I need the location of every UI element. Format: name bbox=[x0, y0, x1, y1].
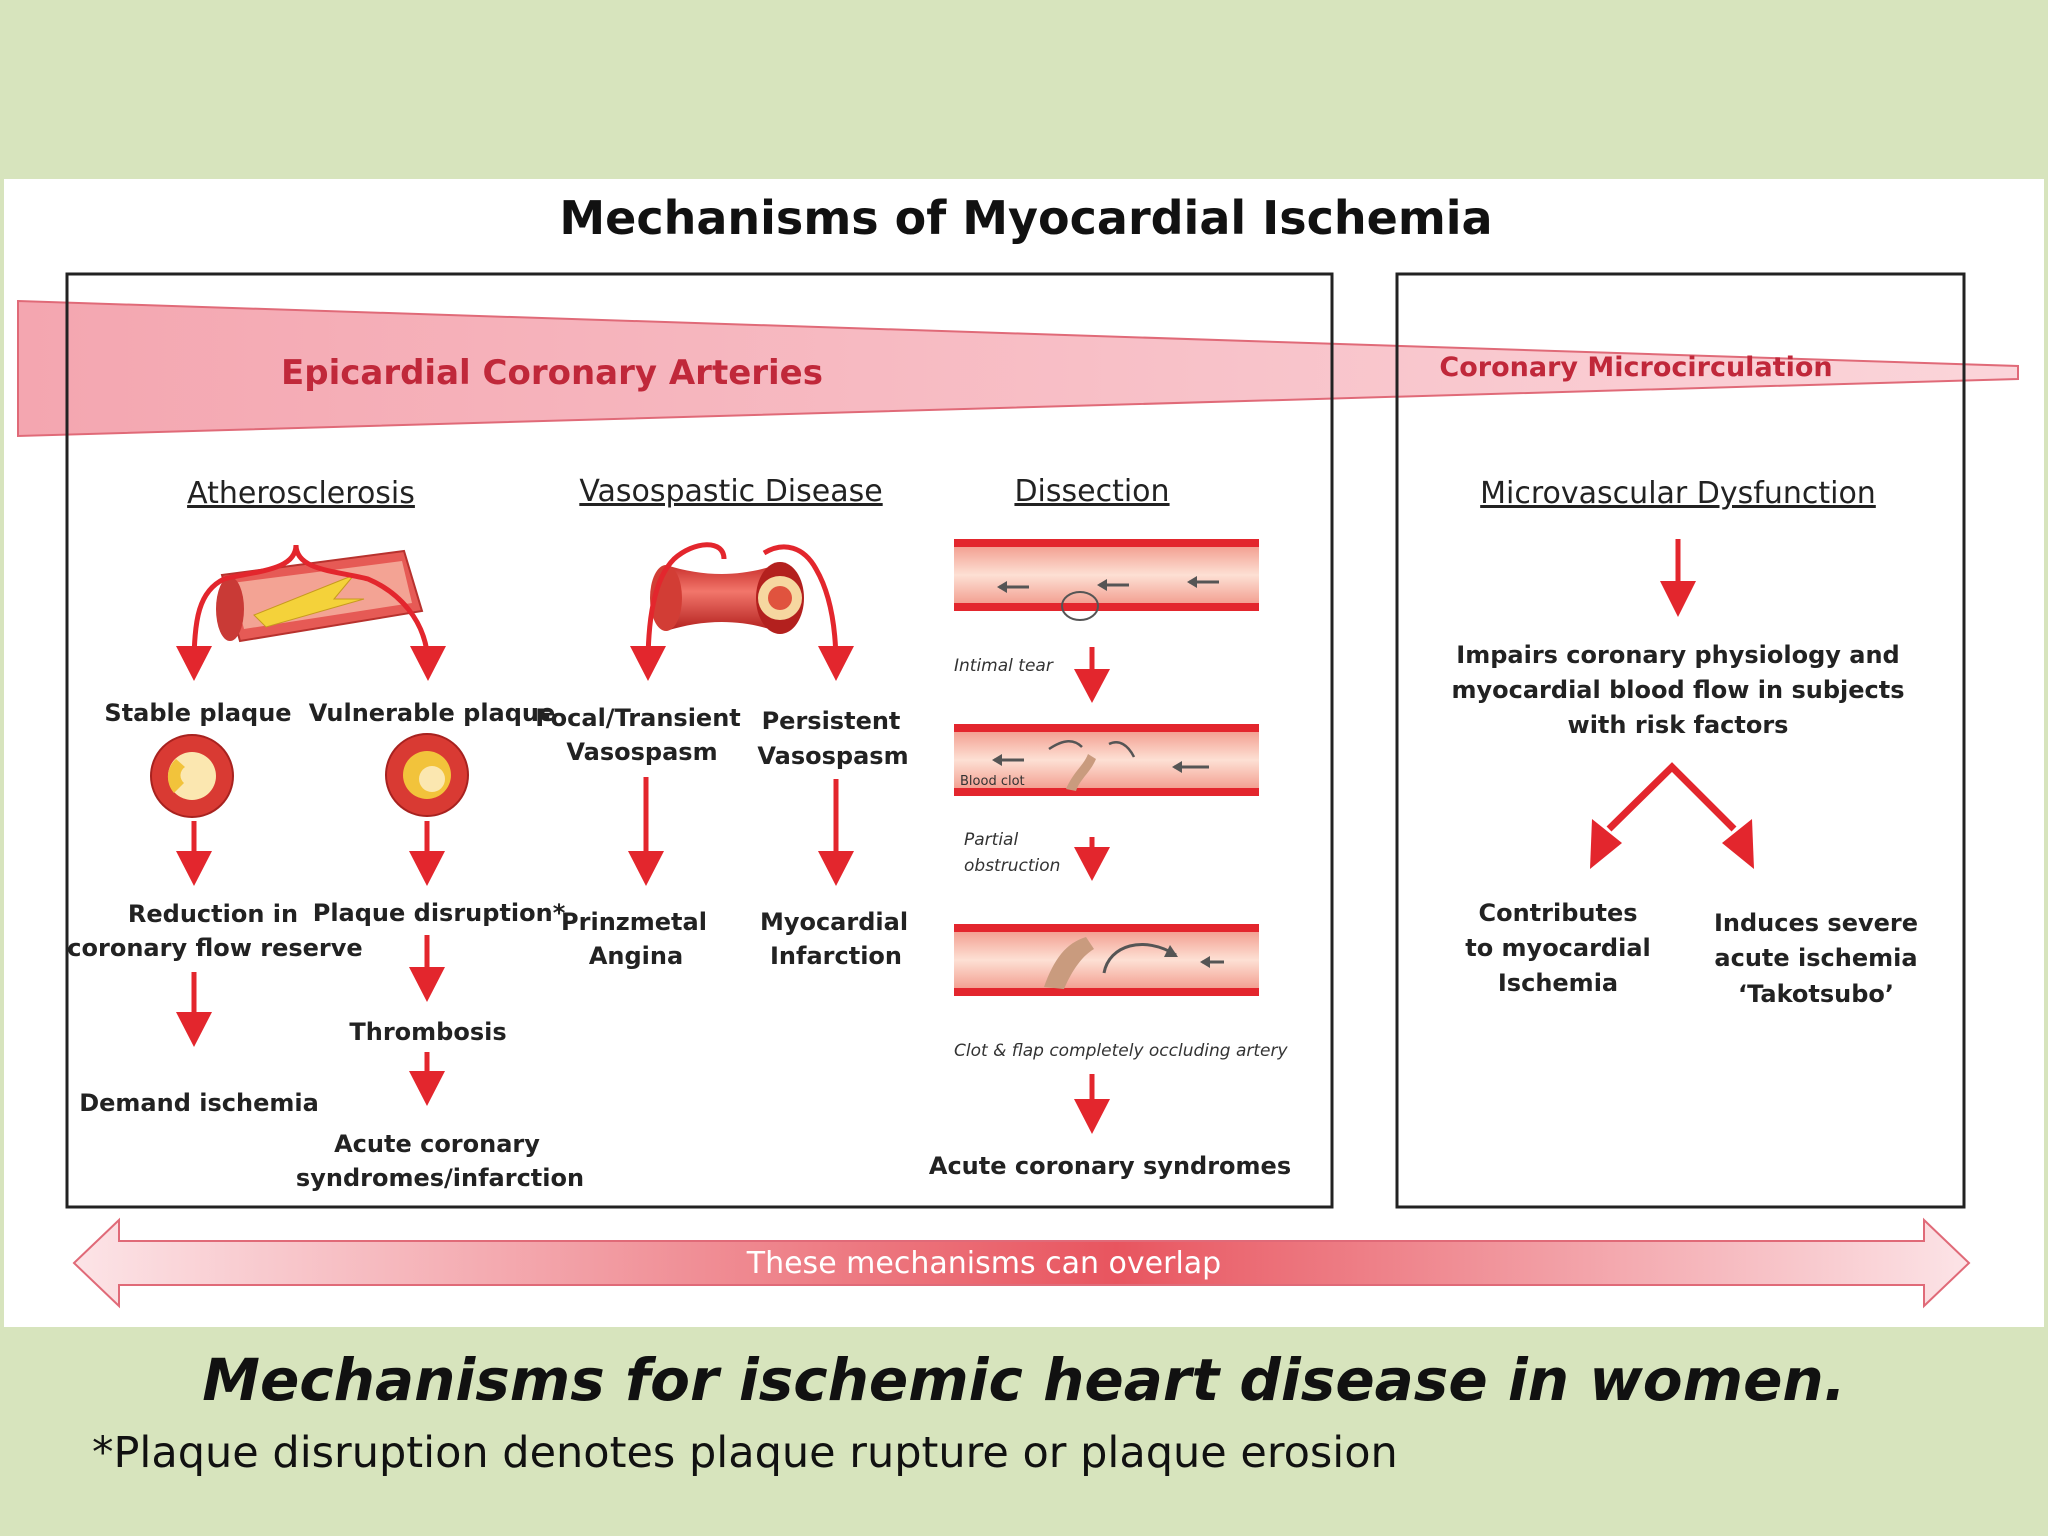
slide-footnote: *Plaque disruption denotes plaque ruptur… bbox=[92, 1428, 1398, 1478]
label-blood-clot: Blood clot bbox=[960, 774, 1025, 789]
branch-arrow-stable bbox=[191, 544, 299, 667]
label-demand-ischemia: Demand ischemia bbox=[79, 1089, 319, 1117]
arrowhead-stable bbox=[176, 646, 212, 681]
label-impairs-2: myocardial blood flow in subjects bbox=[1451, 676, 1904, 704]
arrowhead-stable-1 bbox=[176, 851, 212, 886]
arrowhead-micro-left bbox=[1590, 819, 1622, 869]
arrowhead-dissection-1 bbox=[1074, 669, 1110, 703]
slide-caption: Mechanisms for ischemic heart disease in… bbox=[202, 1346, 1846, 1414]
heading-dissection: Dissection bbox=[1014, 474, 1169, 509]
label-reduction-2: coronary flow reserve bbox=[67, 934, 362, 962]
label-partial-1: Partial bbox=[964, 830, 1018, 850]
figure-panel: Mechanisms of Myocardial Ischemia Epicar… bbox=[4, 179, 2044, 1327]
branch-arrow-persistent bbox=[762, 544, 839, 667]
mechanisms-diagram: Mechanisms of Myocardial Ischemia Epicar… bbox=[17, 191, 2019, 1309]
label-partial-2: obstruction bbox=[964, 856, 1060, 876]
label-persistent-2: Vasospasm bbox=[757, 742, 908, 770]
label-impairs-1: Impairs coronary physiology and bbox=[1456, 641, 1899, 669]
arrowhead-dissection-2 bbox=[1074, 847, 1110, 881]
arrowhead-persistent bbox=[818, 646, 854, 681]
label-mi-1: Myocardial bbox=[760, 908, 908, 936]
label-stable-plaque: Stable plaque bbox=[104, 699, 291, 727]
arrowhead-dissection-3 bbox=[1074, 1099, 1110, 1134]
label-intimal-tear: Intimal tear bbox=[954, 656, 1054, 676]
arrowhead-focal bbox=[630, 646, 666, 681]
arrowhead-persistent-down bbox=[818, 851, 854, 886]
plaque-vessel-icon bbox=[216, 549, 424, 643]
epicardial-box bbox=[65, 272, 1334, 1209]
dissection-vessel-1 bbox=[954, 539, 1259, 621]
label-prinzmetal-2: Angina bbox=[589, 942, 683, 970]
label-contributes-1: Contributes bbox=[1478, 899, 1637, 927]
arrowhead-vulnerable bbox=[410, 646, 446, 681]
label-plaque-disruption: Plaque disruption* bbox=[313, 899, 566, 927]
label-contributes-2: to myocardial bbox=[1465, 934, 1651, 962]
label-focal-1: Focal/Transient bbox=[535, 704, 741, 732]
arrowhead-micro-down bbox=[1660, 581, 1696, 617]
label-thrombosis: Thrombosis bbox=[349, 1018, 506, 1046]
arrowhead-vulnerable-1 bbox=[409, 851, 445, 886]
epicardial-band-label: Epicardial Coronary Arteries bbox=[281, 353, 823, 393]
label-acute-coronary-1: Acute coronary bbox=[334, 1130, 540, 1158]
branch-arrow-vulnerable bbox=[293, 544, 431, 667]
vulnerable-plaque-ring bbox=[385, 733, 469, 817]
arrowhead-micro-right bbox=[1722, 819, 1754, 869]
label-induces-3: ‘Takotsubo’ bbox=[1738, 980, 1894, 1008]
dissection-vessel-3 bbox=[954, 924, 1259, 996]
label-reduction-1: Reduction in bbox=[128, 900, 298, 928]
branch-arrow-micro bbox=[1606, 762, 1737, 832]
diagram-title: Mechanisms of Myocardial Ischemia bbox=[559, 191, 1492, 245]
label-contributes-3: Ischemia bbox=[1498, 969, 1618, 997]
label-clot-flap: Clot & flap completely occluding artery bbox=[954, 1041, 1289, 1061]
micro-band-label: Coronary Microcirculation bbox=[1439, 352, 1832, 383]
label-focal-2: Vasospasm bbox=[566, 738, 717, 766]
label-acute-coronary-syndromes: Acute coronary syndromes bbox=[929, 1152, 1291, 1180]
label-vulnerable-plaque: Vulnerable plaque bbox=[309, 699, 556, 727]
arrowhead-stable-2 bbox=[176, 1012, 212, 1047]
label-induces-2: acute ischemia bbox=[1714, 944, 1917, 972]
vasospasm-vessel-icon bbox=[650, 562, 804, 634]
arrowhead-vulnerable-2 bbox=[409, 967, 445, 1002]
label-mi-2: Infarction bbox=[770, 942, 902, 970]
arrowhead-vulnerable-3 bbox=[409, 1071, 445, 1106]
label-persistent-1: Persistent bbox=[762, 707, 901, 735]
heading-atherosclerosis: Atherosclerosis bbox=[187, 476, 415, 511]
overlap-label: These mechanisms can overlap bbox=[746, 1246, 1221, 1281]
overlap-double-arrow bbox=[72, 1217, 1971, 1309]
label-impairs-3: with risk factors bbox=[1568, 711, 1789, 739]
label-induces-1: Induces severe bbox=[1714, 909, 1918, 937]
label-acute-coronary-2: syndromes/infarction bbox=[296, 1164, 584, 1192]
stable-plaque-ring bbox=[150, 734, 234, 818]
taper-band bbox=[17, 299, 2019, 438]
microcirculation-box bbox=[1395, 272, 1966, 1209]
heading-vasospastic: Vasospastic Disease bbox=[579, 474, 882, 509]
arrowhead-focal-down bbox=[628, 851, 664, 886]
branch-arrow-focal bbox=[645, 542, 727, 667]
dissection-vessel-2 bbox=[954, 724, 1259, 796]
heading-microvascular: Microvascular Dysfunction bbox=[1480, 476, 1876, 511]
label-prinzmetal-1: Prinzmetal bbox=[561, 908, 707, 936]
